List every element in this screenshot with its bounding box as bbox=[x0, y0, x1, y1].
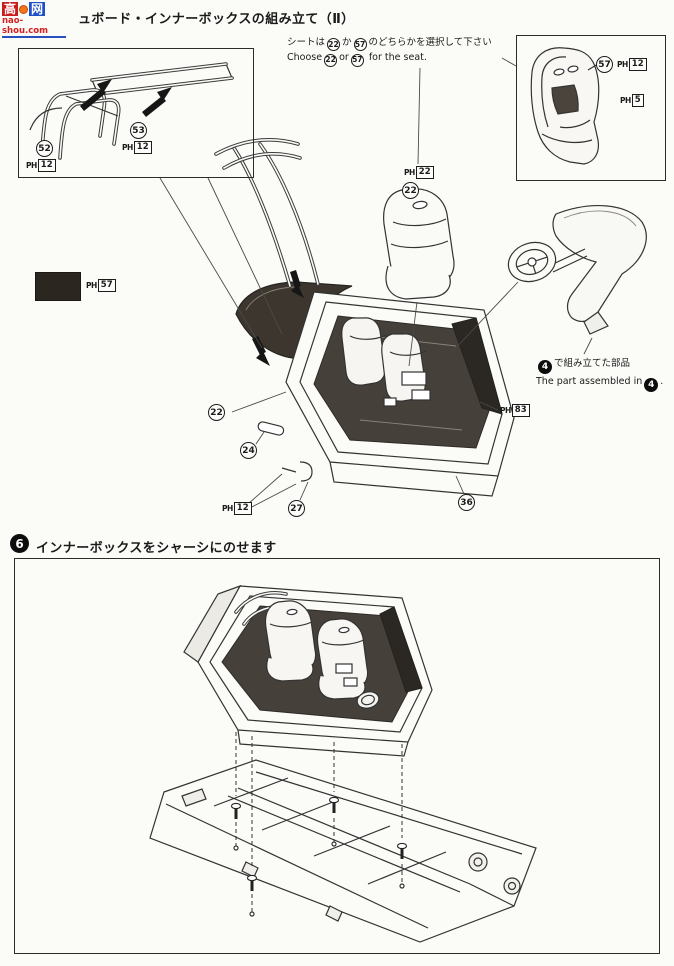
steering-assembly-drawing bbox=[507, 204, 647, 335]
steering-wheel-icon bbox=[507, 241, 557, 283]
ph-number: 83 bbox=[511, 404, 530, 417]
note-jp-pre: シートは bbox=[287, 37, 326, 48]
ph-number: 57 bbox=[97, 279, 116, 292]
watermark-logo-char2: 网 bbox=[29, 2, 46, 16]
part-callout-57: 57 bbox=[350, 53, 364, 67]
ph-number: 12 bbox=[628, 58, 647, 71]
step4-number-badge: 4 bbox=[538, 360, 552, 375]
ph-text: PH bbox=[620, 96, 631, 105]
part-callout-22: 22 bbox=[402, 182, 419, 199]
part4-note-en-pre: The part assembled in bbox=[536, 376, 643, 388]
seat-part-drawing bbox=[383, 188, 455, 300]
cowl-part-drawing bbox=[235, 281, 353, 360]
watermark: 高 网 nao-shou.com bbox=[2, 2, 76, 38]
part4-note-en-post: . bbox=[660, 376, 664, 388]
bucket-seat-inset-box bbox=[516, 35, 666, 181]
part-callout-22: 22 bbox=[327, 38, 341, 52]
step6-number-badge: 6 bbox=[10, 534, 29, 553]
assembly-arrows bbox=[252, 270, 304, 366]
ph-text: PH bbox=[122, 143, 133, 152]
watermark-logo-char1: 高 bbox=[2, 2, 19, 16]
step6-title: インナーボックスをシャーシにのせます bbox=[36, 541, 277, 556]
watermark-sun-icon bbox=[19, 4, 29, 14]
watermark-logo: 高 网 bbox=[2, 2, 76, 16]
part-callout-27: 27 bbox=[288, 500, 305, 517]
step6-diagram-box bbox=[14, 558, 660, 954]
part-callout-36: 36 bbox=[458, 494, 475, 511]
part4-note-jp-text: で組み立てた部品 bbox=[554, 358, 631, 369]
ph-number: 22 bbox=[415, 166, 434, 179]
step5-title: ュボード・インナーボックスの組み立て（Ⅱ） bbox=[78, 12, 355, 27]
color-swatch-ph57 bbox=[35, 272, 81, 301]
note-en-mid: or bbox=[339, 52, 349, 64]
note-en-post: for the seat. bbox=[368, 52, 427, 64]
ph-number: 12 bbox=[233, 502, 252, 515]
note-jp-mid: か bbox=[342, 37, 352, 48]
ph-text: PH bbox=[222, 504, 233, 513]
note-en-pre: Choose bbox=[287, 52, 323, 64]
ph-text: PH bbox=[26, 161, 37, 170]
ph-text: PH bbox=[617, 60, 628, 69]
ph-number: 12 bbox=[37, 159, 56, 172]
ph-text: PH bbox=[86, 281, 97, 290]
part-callout-57: 57 bbox=[353, 38, 367, 52]
part-callout-53: 53 bbox=[130, 122, 147, 139]
part-callout-22: 22 bbox=[208, 404, 225, 421]
ph-number: 5 bbox=[631, 94, 644, 107]
note-jp-post: のどちらかを選択して下さい bbox=[368, 37, 492, 48]
part-callout-22: 22 bbox=[324, 53, 338, 67]
step4-number-badge: 4 bbox=[644, 378, 659, 393]
part-callout-52: 52 bbox=[36, 140, 53, 157]
ph-number: 12 bbox=[133, 141, 152, 154]
small-parts-drawing bbox=[257, 421, 313, 482]
ph-text: PH bbox=[500, 406, 511, 415]
ph-text: PH bbox=[404, 168, 415, 177]
part-callout-24: 24 bbox=[240, 442, 257, 459]
watermark-site-text: nao-shou.com bbox=[2, 16, 66, 38]
rollcage-inset-box bbox=[18, 48, 254, 178]
part-callout-57: 57 bbox=[596, 56, 613, 73]
interior-tub-drawing bbox=[285, 291, 515, 497]
